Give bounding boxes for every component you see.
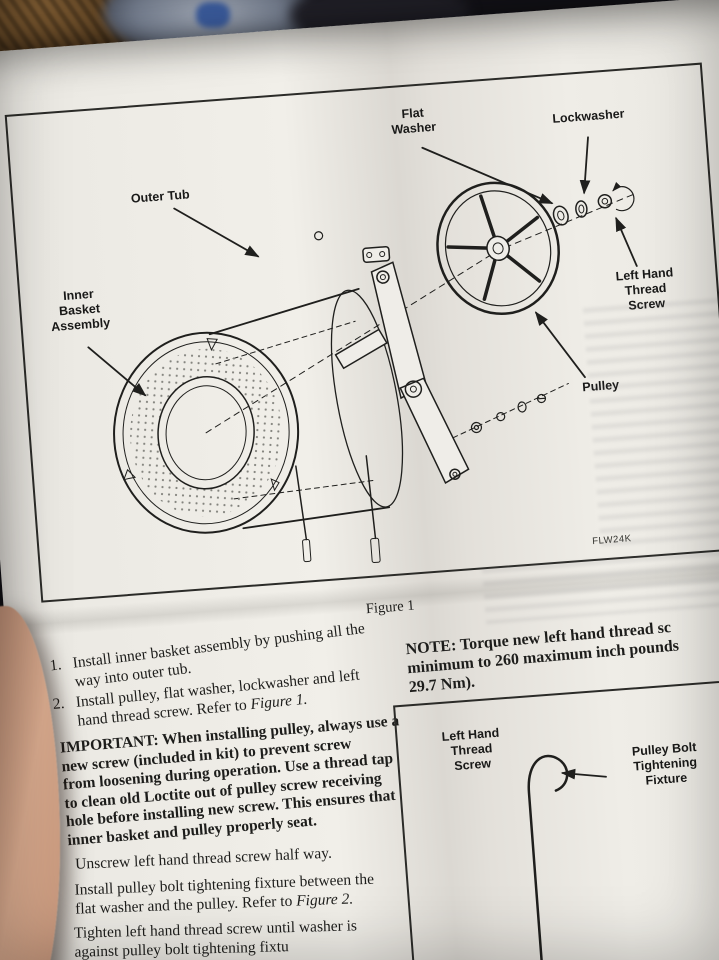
step-number: 2. (52, 695, 66, 714)
arrow-fixture (560, 768, 607, 780)
label-fig2-fixture: Pulley Bolt Tightening Fixture (631, 739, 698, 788)
label-left-hand-screw: Left Hand Thread Screw (615, 265, 674, 313)
figure2-box: Left Hand Thread Screw Pulley Bolt Tight… (393, 672, 719, 960)
pulley-drawing (436, 181, 560, 316)
arrow-flat-washer (421, 146, 554, 205)
figure2-diagram (527, 754, 607, 960)
label-fig2-left-hand-screw: Left Hand Thread Screw (441, 725, 500, 773)
inner-basket-drawing (113, 331, 300, 534)
arrow-outer-tub (173, 207, 260, 258)
arrow-lockwasher (579, 136, 591, 195)
figure1-box: Flat Washer Lockwasher Outer Tub Inner B… (4, 62, 719, 603)
bolt-parts (470, 393, 547, 434)
instructions-column: 1. Install inner basket assembly by push… (49, 620, 456, 960)
arrow-pulley (534, 311, 586, 379)
outer-tub-drawing (208, 288, 404, 530)
bolt-axis-line (436, 382, 569, 447)
arrow-inner-basket (87, 346, 147, 397)
figure1-exploded-diagram (87, 136, 638, 564)
instruction-step-4: Install pulley bolt tightening fixture b… (74, 867, 452, 918)
arrow-left-hand-screw (615, 216, 638, 267)
label-inner-basket: Inner Basket Assembly (50, 286, 111, 334)
step-number: 1. (48, 656, 63, 675)
instruction-step-5: Tighten left hand thread screw until was… (73, 917, 358, 960)
hook-screw-drawing (527, 754, 569, 960)
suspension-rods (295, 455, 381, 564)
left-hand-screw-part (597, 181, 635, 212)
flat-washer-part (552, 205, 569, 226)
important-notice: IMPORTANT: When installing pulley, alway… (59, 712, 400, 850)
bracket-drawing (314, 231, 470, 485)
background-blue-object (196, 2, 230, 28)
lockwasher-part (575, 200, 588, 218)
basket-mesh (130, 348, 283, 517)
figure-reference: Figure 2. (295, 889, 354, 909)
figure-reference: Figure 1. (249, 690, 309, 713)
leader-arrows (87, 136, 638, 397)
